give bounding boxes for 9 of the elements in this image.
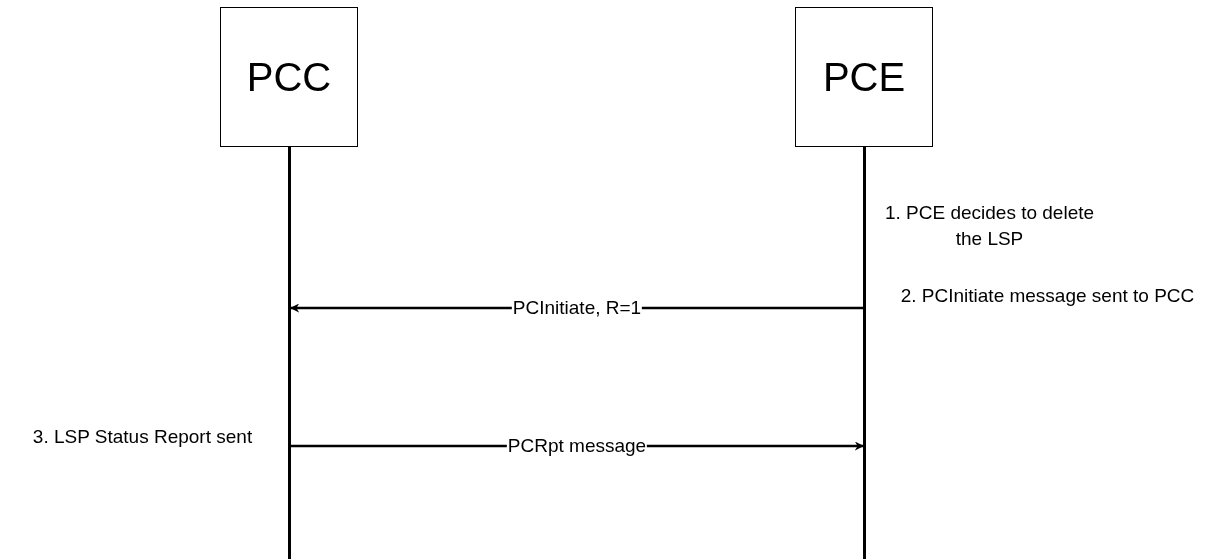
participant-box: [795, 7, 933, 147]
step-note: 3. LSP Status Report sent: [31, 425, 254, 449]
participant-name: PCE: [822, 54, 906, 100]
step-note: 1. PCE decides to delete the LSP: [883, 201, 1096, 251]
step-note: 2. PCInitiate message sent to PCC: [899, 284, 1196, 308]
lifeline: [288, 147, 291, 559]
participant-box: [220, 7, 358, 147]
participant-name: PCC: [246, 54, 332, 100]
lifeline: [863, 147, 866, 559]
